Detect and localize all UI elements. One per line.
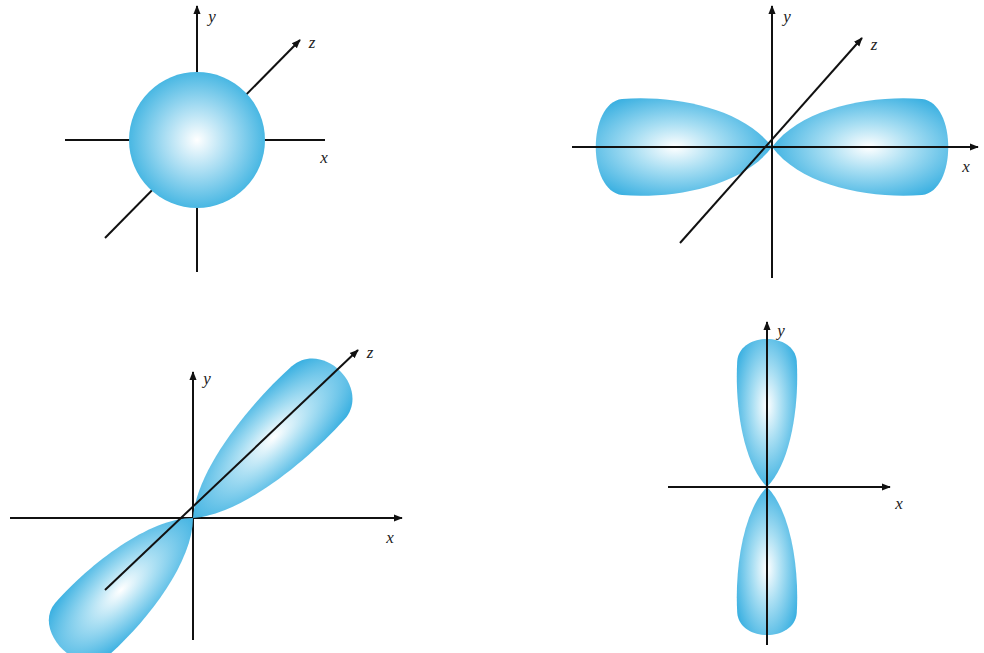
px-orbital <box>572 6 978 278</box>
axis-label: z <box>367 344 374 361</box>
y-axis <box>771 6 773 278</box>
axis-label: y <box>777 322 785 339</box>
y-axis <box>766 322 768 645</box>
sphere <box>129 72 265 208</box>
axis-label: y <box>783 8 791 25</box>
py-orbital <box>668 322 890 645</box>
axis-label: x <box>962 158 970 175</box>
axis-label: y <box>208 8 216 25</box>
axis-label: x <box>386 529 394 546</box>
z-axis <box>680 38 862 243</box>
x-axis <box>10 517 402 519</box>
x-axis <box>572 146 978 148</box>
pz-orbital <box>10 344 402 653</box>
axis-label: x <box>320 149 328 166</box>
x-axis <box>668 486 890 488</box>
z-axis <box>105 350 358 590</box>
axis-label: z <box>871 36 878 53</box>
z-axis <box>105 40 300 238</box>
axis-label: z <box>309 34 316 51</box>
s-orbital <box>65 6 325 272</box>
axis-label: x <box>895 495 903 512</box>
axis-label: y <box>203 370 211 387</box>
